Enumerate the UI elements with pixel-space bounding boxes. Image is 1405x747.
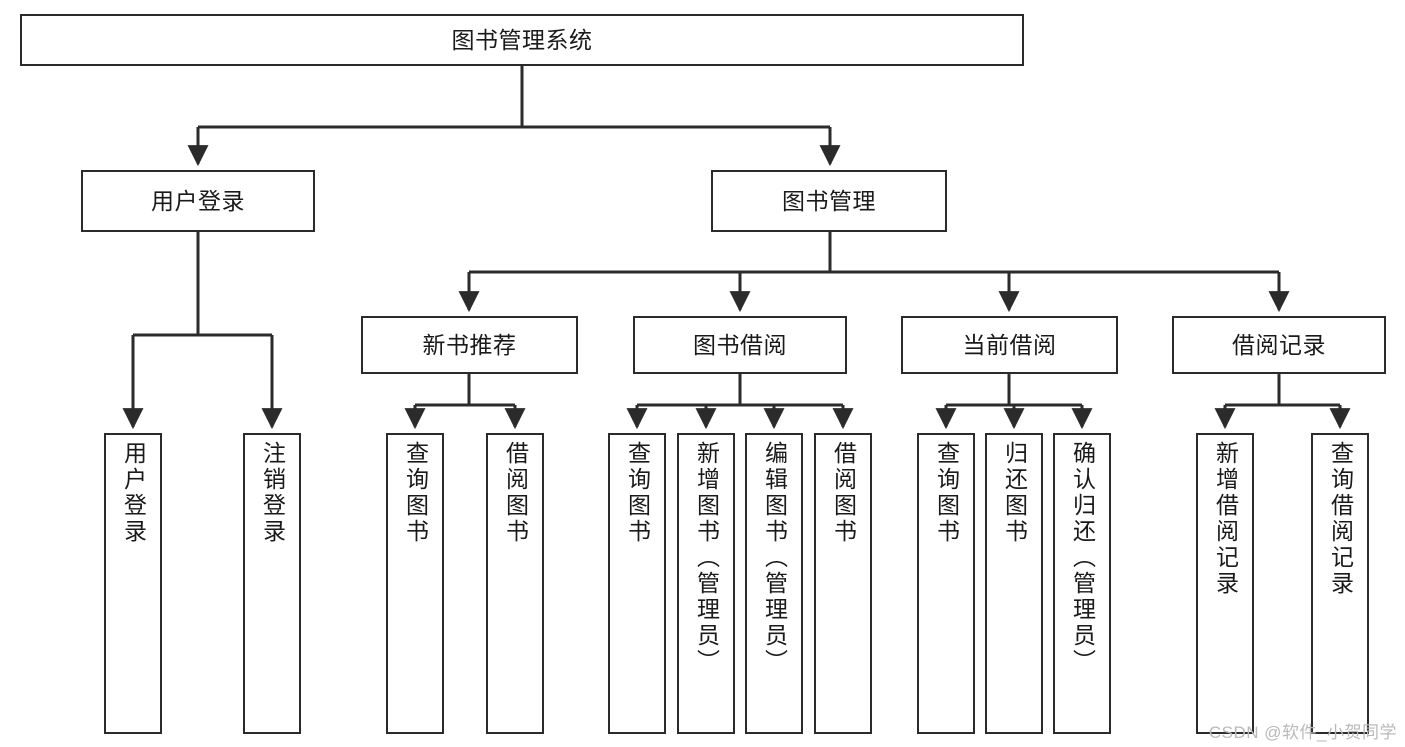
node-leaf-query-record-label: 查询借阅记录	[1327, 441, 1354, 597]
node-borrow-record[interactable]: 借阅记录	[1172, 316, 1386, 374]
node-leaf-user-login-label: 用户登录	[120, 441, 147, 545]
node-borrow-record-label: 借阅记录	[1232, 331, 1326, 358]
node-leaf-borrow-book-1[interactable]: 借阅图书	[486, 433, 544, 734]
node-user-login-label: 用户登录	[151, 187, 245, 214]
node-leaf-query-book-3-label: 查询图书	[933, 441, 960, 545]
node-book-manage-label: 图书管理	[782, 187, 876, 214]
node-current-borrow-label: 当前借阅	[962, 331, 1057, 358]
node-leaf-edit-book[interactable]: 编辑图书（管理员）	[745, 433, 803, 734]
node-leaf-add-book-label: 新增图书（管理员）	[693, 441, 720, 675]
node-root-label: 图书管理系统	[451, 26, 593, 53]
node-leaf-confirm-return[interactable]: 确认归还（管理员）	[1053, 433, 1111, 734]
node-leaf-query-book-2-label: 查询图书	[624, 441, 651, 545]
node-leaf-query-book-3[interactable]: 查询图书	[917, 433, 975, 734]
node-leaf-logout-label: 注销登录	[259, 441, 286, 545]
node-leaf-add-record[interactable]: 新增借阅记录	[1196, 433, 1254, 734]
node-leaf-query-book-2[interactable]: 查询图书	[608, 433, 666, 734]
node-user-login[interactable]: 用户登录	[81, 170, 315, 232]
node-book-borrow[interactable]: 图书借阅	[633, 316, 847, 374]
node-book-manage[interactable]: 图书管理	[711, 170, 947, 232]
node-leaf-borrow-book-2[interactable]: 借阅图书	[814, 433, 872, 734]
node-leaf-return-book[interactable]: 归还图书	[985, 433, 1043, 734]
node-leaf-edit-book-label: 编辑图书（管理员）	[761, 441, 788, 675]
node-new-book-recommend-label: 新书推荐	[422, 331, 517, 358]
node-leaf-query-record[interactable]: 查询借阅记录	[1311, 433, 1369, 734]
node-book-borrow-label: 图书借阅	[693, 331, 787, 358]
node-leaf-user-login[interactable]: 用户登录	[104, 433, 162, 734]
node-leaf-confirm-return-label: 确认归还（管理员）	[1069, 441, 1096, 675]
node-leaf-query-book-1-label: 查询图书	[402, 441, 429, 545]
node-current-borrow[interactable]: 当前借阅	[901, 316, 1118, 374]
node-leaf-query-book-1[interactable]: 查询图书	[386, 433, 444, 734]
node-leaf-add-record-label: 新增借阅记录	[1212, 441, 1239, 597]
node-leaf-add-book[interactable]: 新增图书（管理员）	[677, 433, 735, 734]
node-leaf-logout[interactable]: 注销登录	[243, 433, 301, 734]
node-leaf-borrow-book-1-label: 借阅图书	[502, 441, 529, 545]
node-leaf-return-book-label: 归还图书	[1001, 441, 1028, 545]
node-root[interactable]: 图书管理系统	[20, 14, 1024, 66]
node-leaf-borrow-book-2-label: 借阅图书	[830, 441, 857, 545]
node-new-book-recommend[interactable]: 新书推荐	[361, 316, 578, 374]
